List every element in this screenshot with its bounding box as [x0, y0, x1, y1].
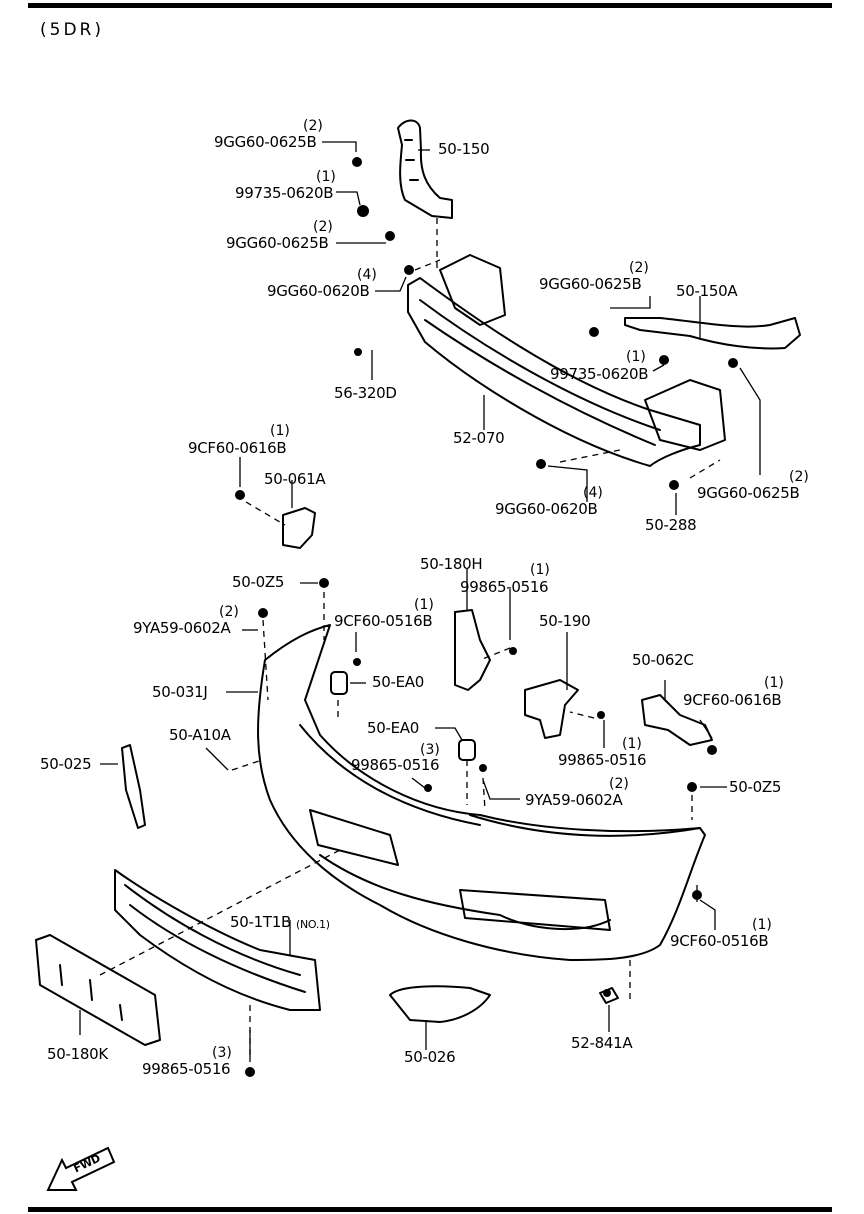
- part-label: 99735-0620B: [550, 365, 649, 383]
- part-label: 50-1T1B: [230, 913, 291, 931]
- part-label: 50-A10A: [169, 726, 231, 744]
- part-label: 99865-0516: [460, 578, 549, 596]
- part-label: 9GG60-0625B: [214, 133, 317, 151]
- part-label: 52-841A: [571, 1034, 633, 1052]
- part-label: 50-150A: [676, 282, 738, 300]
- part-label: 99735-0620B: [235, 184, 334, 202]
- part-label: 50-EA0: [372, 673, 424, 691]
- part-label: 9CF60-0516B: [670, 932, 769, 950]
- part-label: 9CF60-0616B: [683, 691, 782, 709]
- bottom-border: [28, 1207, 832, 1212]
- part-label: 50-031J: [152, 683, 208, 701]
- part-note: (NO.1): [296, 918, 330, 931]
- qty-label: (1): [270, 423, 290, 439]
- qty-label: (1): [316, 169, 336, 185]
- part-label: 50-061A: [264, 470, 326, 488]
- part-label: 50-288: [645, 516, 697, 534]
- bumper-50-031J: [257, 624, 706, 961]
- part-label: 99865-0516: [142, 1060, 231, 1078]
- part-label: 9CF60-0516B: [334, 612, 433, 630]
- part-label: 9CF60-0616B: [188, 439, 287, 457]
- fwd-arrow-icon: [46, 1146, 116, 1191]
- part-label: 99865-0516: [558, 751, 647, 769]
- part-label: 50-180H: [420, 555, 483, 573]
- part-label: 9GG60-0625B: [697, 484, 800, 502]
- part-label: 50-062C: [632, 651, 694, 669]
- part-label: 50-0Z5: [232, 573, 285, 591]
- part-label: 9GG60-0625B: [539, 275, 642, 293]
- bracket-50-150A: [624, 317, 801, 350]
- qty-label: (4): [583, 485, 603, 501]
- bracket-50-062C: [641, 694, 713, 746]
- bracket-50-150: [397, 119, 453, 219]
- grille-50-1T1B: [114, 869, 321, 1011]
- qty-label: (1): [530, 562, 550, 578]
- qty-label: (2): [609, 776, 629, 792]
- qty-label: (1): [752, 917, 772, 933]
- fog-grille-50-026: [389, 985, 491, 1023]
- qty-label: (1): [414, 597, 434, 613]
- part-label: 9GG60-0620B: [267, 282, 370, 300]
- qty-label: (2): [629, 260, 649, 276]
- qty-label: (4): [357, 267, 377, 283]
- part-label: 56-320D: [334, 384, 397, 402]
- bracket-50-180H: [454, 609, 491, 691]
- qty-label: (2): [313, 219, 333, 235]
- top-border: [28, 3, 832, 8]
- part-label: 52-070: [453, 429, 505, 447]
- qty-label: (2): [789, 469, 809, 485]
- qty-label: (2): [219, 604, 239, 620]
- variant-label: (5DR): [40, 20, 104, 40]
- qty-label: (1): [626, 349, 646, 365]
- qty-label: (3): [212, 1045, 232, 1061]
- part-label: 9YA59-0602A: [525, 791, 623, 809]
- part-label: 50-150: [438, 140, 490, 158]
- part-label: 50-025: [40, 755, 92, 773]
- qty-label: (3): [420, 742, 440, 758]
- strip-50-025: [121, 744, 146, 829]
- part-label: 9YA59-0602A: [133, 619, 231, 637]
- qty-label: (1): [622, 736, 642, 752]
- qty-label: (1): [764, 675, 784, 691]
- clip-50-061A: [282, 507, 316, 549]
- part-label: 50-180K: [47, 1045, 108, 1063]
- qty-label: (2): [303, 118, 323, 134]
- part-label: 9GG60-0620B: [495, 500, 598, 518]
- part-label: 50-190: [539, 612, 591, 630]
- part-label: 9GG60-0625B: [226, 234, 329, 252]
- part-label: 50-0Z5: [729, 778, 782, 796]
- part-label: 50-EA0: [367, 719, 419, 737]
- reinforcement-52-070: [407, 277, 701, 467]
- part-label: 50-026: [404, 1048, 456, 1066]
- bracket-50-190: [524, 679, 579, 739]
- plate-50-180K: [35, 934, 161, 1046]
- part-label: 99865-0516: [351, 756, 440, 774]
